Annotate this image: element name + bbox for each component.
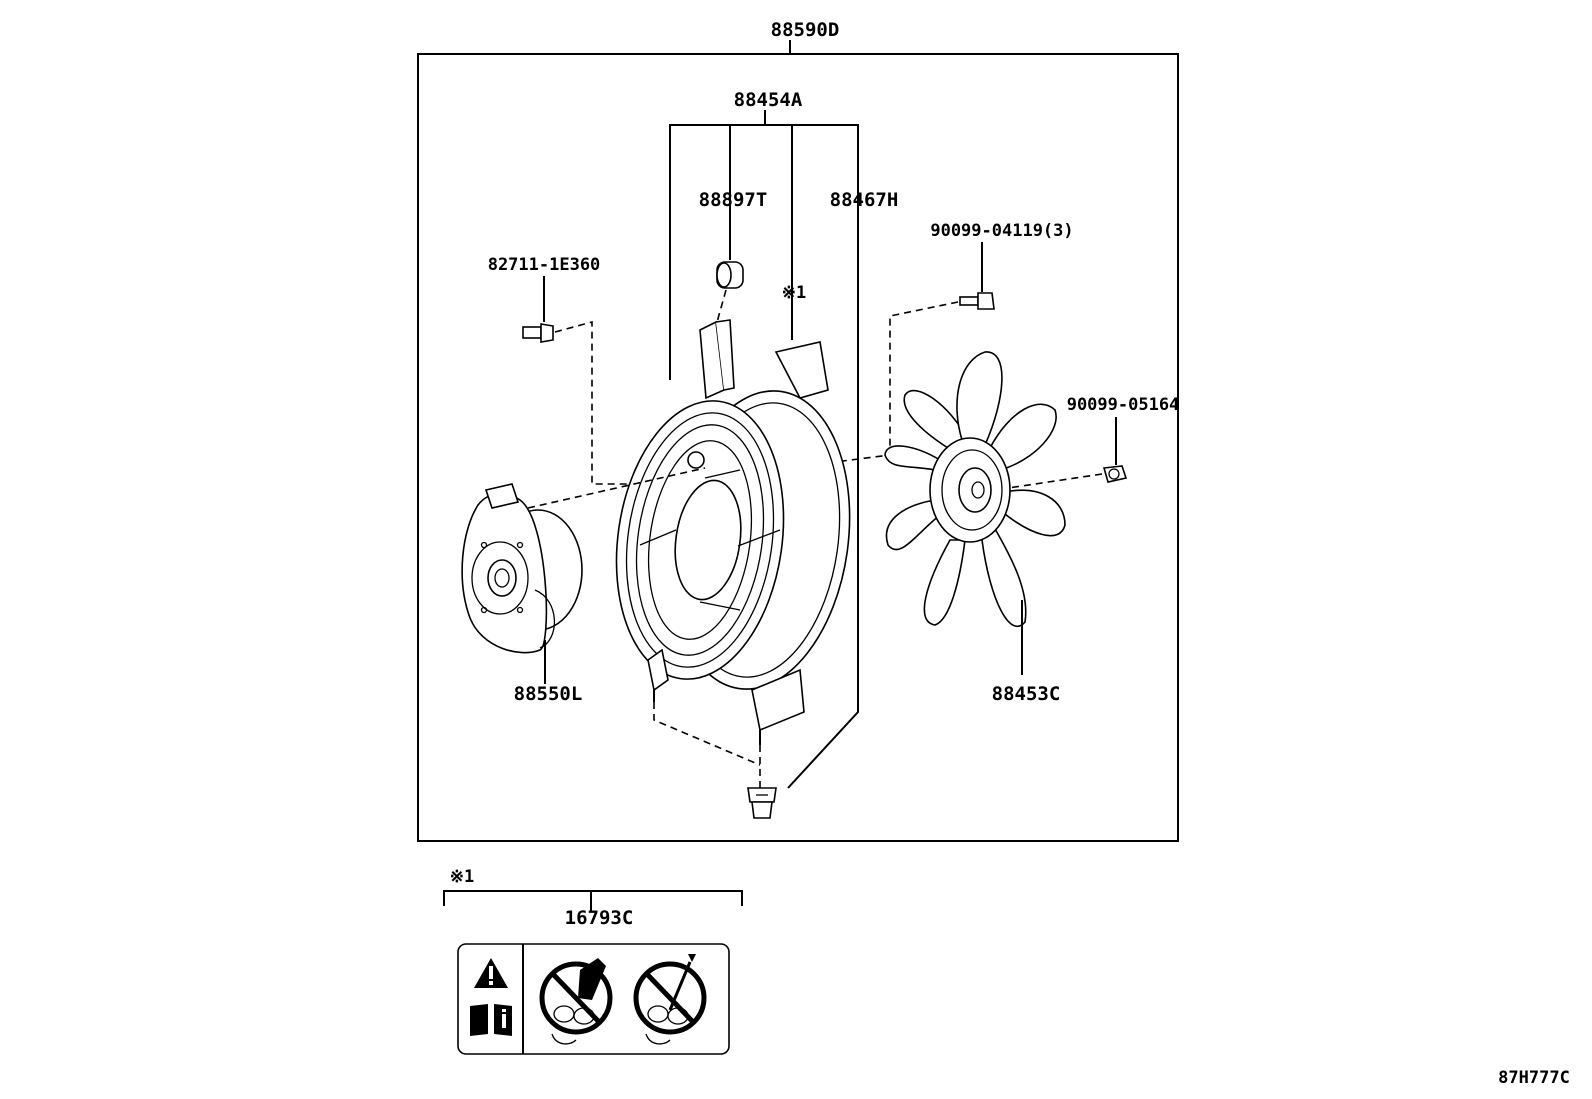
label-90099-05164: 90099-05164 [1067,395,1180,415]
no-tool-in-fan-icon [633,954,707,1045]
manual-book-icon [470,1004,512,1036]
label-88590D: 88590D [771,19,840,41]
caution-bracket [443,890,743,911]
label-88550L: 88550L [514,683,583,705]
fan-screw-part [834,242,995,463]
drawing-code: 87H777C [1498,1068,1570,1088]
label-16793C: 16793C [565,907,634,929]
note-mark-upper: ※1 [782,283,806,303]
label-88454A: 88454A [734,89,803,111]
shroud-bracket [669,110,859,789]
caution-sticker [457,943,730,1055]
warning-triangle-icon [474,958,508,988]
no-hand-in-fan-icon [539,958,613,1045]
cushion-part [711,261,744,341]
label-88897T: 88897T [699,189,768,211]
fan-motor-part [461,467,706,684]
label-88453C: 88453C [992,683,1061,705]
motor-screw-part [522,276,640,485]
note-mark-lower: ※1 [450,867,474,887]
label-88467H: 88467H [830,189,899,211]
nut-part [994,417,1128,491]
label-82711-1E360: 82711-1E360 [488,255,601,275]
fan-shroud-part [615,319,851,790]
label-90099-04119: 90099-04119(3) [930,221,1073,241]
assembly-bracket [417,40,1179,842]
clip-part [747,787,777,819]
fan-blade-part [884,351,1066,675]
